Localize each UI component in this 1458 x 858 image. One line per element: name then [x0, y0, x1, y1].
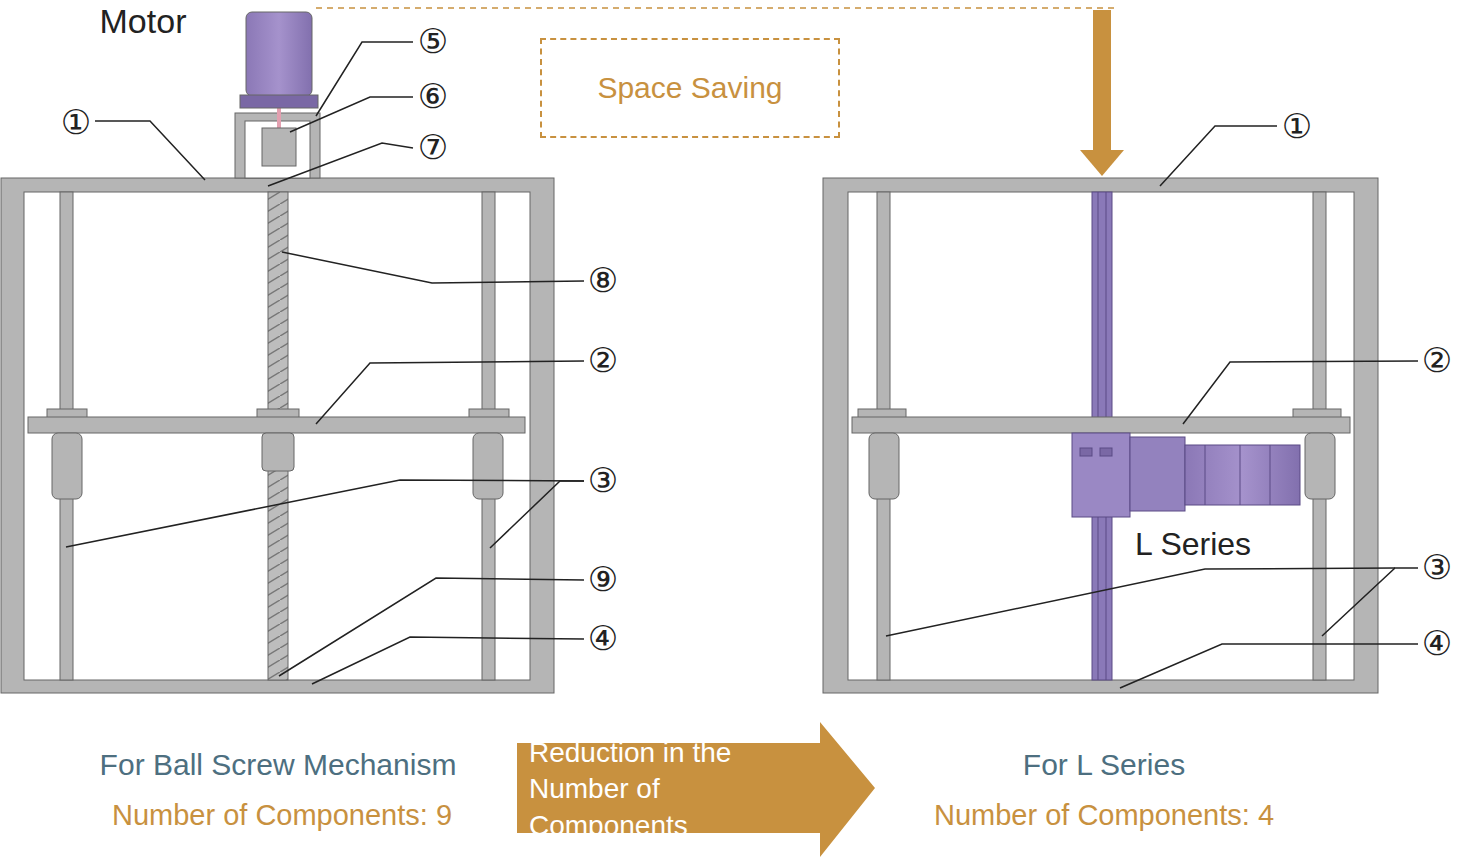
right-frame	[823, 178, 1378, 693]
part-name: L Series	[1135, 527, 1251, 562]
l-series-actuator	[1072, 433, 1300, 517]
mechanism-caption: For L Series	[1023, 748, 1185, 781]
mechanism-caption: For Ball Screw Mechanism	[100, 748, 457, 781]
callout-number: ①	[60, 104, 92, 141]
callout-number: ③	[1421, 549, 1453, 586]
dashed-guide	[316, 7, 1115, 9]
box-title: Space Saving	[597, 71, 782, 105]
down-arrow-head	[1080, 150, 1124, 176]
callout-number: ②	[587, 342, 619, 379]
arrow-text: Reduction in the Number of Components	[529, 735, 821, 844]
arrow-fill	[517, 722, 875, 857]
callout-number: ⑨	[587, 561, 619, 598]
left-frame	[1, 178, 554, 693]
callout-number: ⑥	[417, 78, 449, 115]
motor-assembly	[235, 12, 320, 178]
callout-number: ⑧	[587, 262, 619, 299]
callout-number: ④	[1421, 625, 1453, 662]
component-count: Number of Components: 9	[112, 800, 452, 832]
callout-number: ②	[1421, 342, 1453, 379]
leader-lines	[66, 42, 1418, 688]
callout-number: ③	[587, 462, 619, 499]
callout-number: ⑦	[417, 129, 449, 166]
callout-number: ①	[1281, 108, 1313, 145]
down-arrow	[1093, 10, 1111, 150]
component-count: Number of Components: 4	[934, 800, 1274, 832]
arrow-shape: Reduction in the Number of Components	[517, 722, 875, 857]
part-name: Motor	[100, 3, 187, 40]
callout-number: ④	[587, 620, 619, 657]
dashed-box: Space Saving	[540, 38, 840, 138]
callout-number: ⑤	[417, 23, 449, 60]
